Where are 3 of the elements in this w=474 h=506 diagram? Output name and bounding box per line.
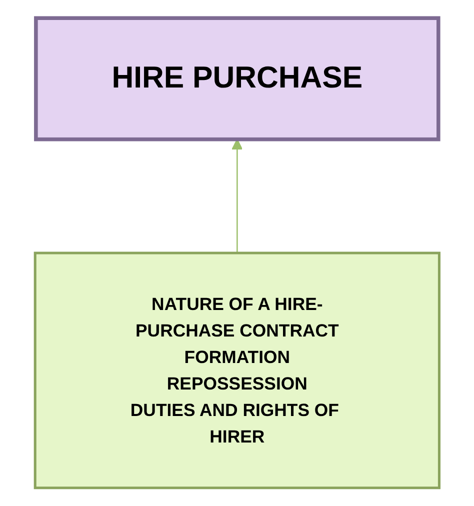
node-box: NATURE OF A HIRE-PURCHASE CONTRACT FORMATION REPOSSESSION DUTIES AND RIGHTS OF HIRER <box>34 252 440 490</box>
node-box: HIRE PURCHASE <box>34 16 440 142</box>
arrow <box>231 138 243 253</box>
